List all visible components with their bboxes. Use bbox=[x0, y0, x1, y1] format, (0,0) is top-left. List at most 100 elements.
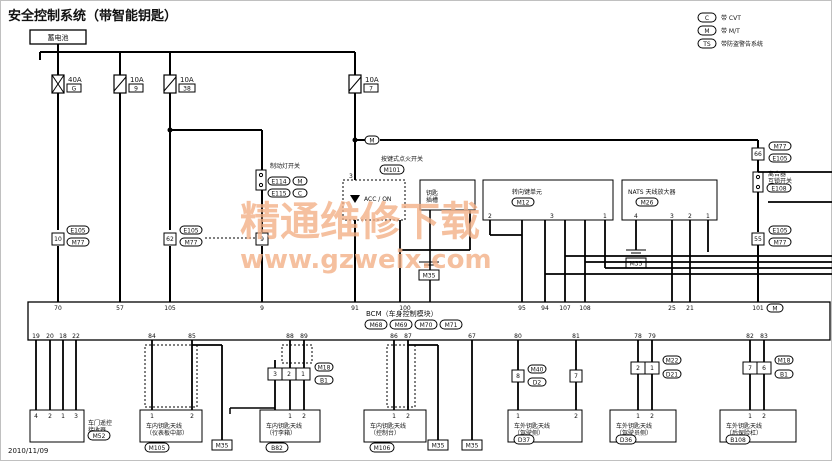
battery-label: 蓄电池 bbox=[48, 33, 69, 42]
svg-text:NATS 天线放大器: NATS 天线放大器 bbox=[628, 188, 676, 196]
m-tag-bus bbox=[364, 135, 380, 145]
svg-text:车内钥匙天线（控制台）: 车内钥匙天线（控制台） bbox=[370, 422, 406, 437]
svg-text:2: 2 bbox=[488, 213, 492, 220]
svg-text:1: 1 bbox=[706, 213, 710, 220]
mid-connectors: 3 2 1 M18 B1 8 M40 D2 7 2 1 M22 D21 7 6 … bbox=[267, 355, 794, 387]
svg-text:E115: E115 bbox=[271, 191, 286, 198]
svg-text:1: 1 bbox=[392, 413, 396, 420]
svg-text:车内钥匙天线（仪表板中部）: 车内钥匙天线（仪表板中部） bbox=[146, 422, 188, 437]
svg-text:3: 3 bbox=[550, 213, 554, 220]
svg-text:C: C bbox=[298, 191, 302, 198]
svg-text:1: 1 bbox=[301, 371, 305, 378]
bcm-top-pins: 70 57 105 9 91 100 95 94 107 108 25 21 1… bbox=[54, 303, 784, 313]
key-slot: 钥匙插槽 M35 bbox=[418, 179, 476, 302]
svg-text:M105: M105 bbox=[149, 445, 166, 452]
svg-text:M22: M22 bbox=[666, 358, 679, 365]
legend-text-ts: 带防盗警告系统 bbox=[721, 40, 763, 48]
watermark-url: www.gzweix.com bbox=[240, 245, 492, 275]
svg-text:车门遥控接收器: 车门遥控接收器 bbox=[88, 419, 112, 434]
svg-text:车外钥匙天线（后保险杠）: 车外钥匙天线（后保险杠） bbox=[726, 422, 762, 437]
svg-text:2: 2 bbox=[406, 413, 410, 420]
svg-text:67: 67 bbox=[468, 333, 476, 340]
svg-text:19: 19 bbox=[32, 333, 40, 340]
svg-text:79: 79 bbox=[648, 333, 656, 340]
bcm-label: BCM（车身控制模块） bbox=[366, 309, 438, 318]
svg-text:M: M bbox=[297, 179, 302, 186]
nats-amplifier: NATS 天线放大器 M26 4 3 2 1 M35 bbox=[621, 179, 718, 269]
svg-text:1: 1 bbox=[61, 413, 65, 420]
svg-text:100: 100 bbox=[399, 305, 411, 312]
bcm-bottom-pins: 19 20 18 22 84 85 88 89 86 87 67 80 81 7… bbox=[32, 333, 768, 340]
svg-text:D37: D37 bbox=[518, 437, 530, 444]
svg-text:M35: M35 bbox=[423, 273, 436, 280]
unit-wires bbox=[399, 171, 832, 302]
svg-text:E108: E108 bbox=[771, 186, 786, 193]
fuse-1-amp: 40A bbox=[68, 76, 82, 84]
svg-text:1: 1 bbox=[748, 413, 752, 420]
svg-text:3: 3 bbox=[349, 173, 353, 180]
svg-text:M35: M35 bbox=[630, 261, 643, 268]
component-antenna-console: 1 2 车内钥匙天线（控制台） M106 bbox=[363, 409, 427, 453]
svg-text:ACC / ON: ACC / ON bbox=[364, 196, 391, 203]
svg-text:M18: M18 bbox=[778, 358, 791, 365]
fuse-3: 10A 38 bbox=[163, 74, 196, 94]
svg-text:M12: M12 bbox=[517, 200, 530, 207]
svg-text:2: 2 bbox=[650, 413, 654, 420]
svg-text:2: 2 bbox=[287, 371, 291, 378]
svg-text:25: 25 bbox=[668, 305, 676, 312]
svg-text:62: 62 bbox=[166, 236, 174, 243]
svg-text:M77: M77 bbox=[185, 240, 198, 247]
svg-text:66: 66 bbox=[754, 151, 762, 158]
fuse-4-amp: 10A bbox=[365, 76, 379, 84]
svg-text:M35: M35 bbox=[466, 443, 479, 450]
svg-text:82: 82 bbox=[746, 333, 754, 340]
svg-text:1: 1 bbox=[288, 413, 292, 420]
component-antenna-front: 1 2 车外钥匙天线（驾驶侧） D37 bbox=[507, 409, 583, 445]
svg-text:B108: B108 bbox=[730, 437, 746, 444]
fuse-2: 10A 9 bbox=[113, 74, 144, 94]
legend: C 带 CVT M 带 M/T TS 带防盗警告系统 bbox=[697, 12, 763, 49]
svg-text:86: 86 bbox=[390, 333, 398, 340]
legend-sym-m bbox=[697, 25, 717, 36]
svg-text:107: 107 bbox=[559, 305, 571, 312]
push-ignition-switch: 按键式点火开关 M101 3 ACC / ON bbox=[342, 155, 423, 221]
svg-text:M77: M77 bbox=[774, 240, 787, 247]
svg-text:D21: D21 bbox=[666, 372, 678, 379]
svg-text:B1: B1 bbox=[780, 372, 788, 379]
svg-text:车内钥匙天线（行李箱）: 车内钥匙天线（行李箱） bbox=[266, 422, 302, 437]
stoplamp-label: 制动灯开关 bbox=[270, 162, 300, 170]
svg-text:B82: B82 bbox=[271, 445, 283, 452]
fuse-1-id: G bbox=[72, 86, 77, 93]
svg-text:3: 3 bbox=[74, 413, 78, 420]
fuse-1: 40A G bbox=[51, 74, 82, 94]
svg-text:10: 10 bbox=[54, 236, 62, 243]
shield-2 bbox=[281, 344, 313, 364]
svg-text:6: 6 bbox=[762, 365, 766, 372]
svg-text:M18: M18 bbox=[318, 365, 331, 372]
svg-text:车外钥匙天线（驾驶员侧）: 车外钥匙天线（驾驶员侧） bbox=[616, 422, 652, 437]
svg-text:84: 84 bbox=[148, 333, 156, 340]
svg-text:2: 2 bbox=[636, 365, 640, 372]
page-title: 安全控制系统（带智能钥匙） bbox=[8, 8, 177, 24]
svg-text:9: 9 bbox=[260, 305, 264, 312]
svg-text:20: 20 bbox=[46, 333, 54, 340]
svg-text:101: 101 bbox=[752, 305, 764, 312]
svg-text:2: 2 bbox=[688, 213, 692, 220]
svg-text:88: 88 bbox=[286, 333, 294, 340]
svg-text:2: 2 bbox=[48, 413, 52, 420]
legend-text-c: 带 CVT bbox=[721, 14, 741, 22]
watermark-cn: 精通维修下载 bbox=[240, 199, 480, 245]
svg-text:B1: B1 bbox=[320, 378, 328, 385]
svg-text:21: 21 bbox=[686, 305, 694, 312]
legend-text-m: 带 M/T bbox=[721, 27, 740, 35]
svg-text:7: 7 bbox=[574, 373, 578, 380]
svg-text:80: 80 bbox=[514, 333, 522, 340]
clutch-interlock: M77 E105 66 离合器互锁开关 E108 55 E105 M77 bbox=[751, 141, 792, 247]
svg-text:87: 87 bbox=[404, 333, 412, 340]
steering-key-unit: 转向键单元 M12 2 3 1 bbox=[482, 179, 614, 221]
svg-text:94: 94 bbox=[541, 305, 549, 312]
svg-text:9: 9 bbox=[260, 236, 264, 243]
fuse-2-id: 9 bbox=[134, 86, 138, 93]
svg-text:M35: M35 bbox=[216, 443, 229, 450]
